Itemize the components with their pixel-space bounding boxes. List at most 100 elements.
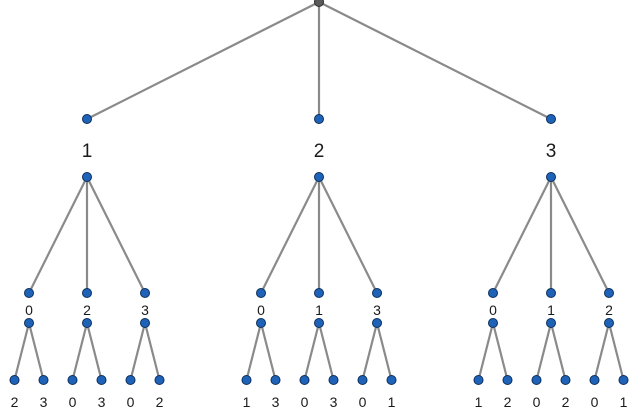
leaf-edge bbox=[535, 321, 553, 382]
leaf-label: 3 bbox=[272, 394, 280, 410]
leaf-node bbox=[328, 375, 339, 385]
leaf-node bbox=[618, 375, 629, 385]
leaf-node bbox=[241, 375, 252, 385]
leaf-label: 0 bbox=[359, 394, 367, 410]
leaf-edge bbox=[129, 321, 147, 382]
child-edge bbox=[27, 175, 89, 295]
leaf-edge bbox=[27, 321, 45, 382]
leaf-node bbox=[299, 375, 310, 385]
branch-sub-node bbox=[82, 172, 92, 182]
child-sub-node bbox=[372, 318, 382, 328]
leaf-label: 3 bbox=[98, 394, 106, 410]
child-label: 0 bbox=[25, 302, 33, 318]
child-sub-node bbox=[256, 318, 266, 328]
child-node bbox=[256, 288, 266, 298]
child-sub-node bbox=[82, 318, 92, 328]
child-label: 0 bbox=[489, 302, 497, 318]
branch-node bbox=[314, 114, 324, 124]
child-node bbox=[488, 288, 498, 298]
leaf-label: 2 bbox=[11, 394, 19, 410]
child-label: 2 bbox=[605, 302, 613, 318]
child-sub-node bbox=[24, 318, 34, 328]
leaf-edge bbox=[549, 321, 567, 382]
leaf-node bbox=[125, 375, 136, 385]
leaf-node bbox=[531, 375, 542, 385]
leaf-node bbox=[67, 375, 78, 385]
leaf-label: 0 bbox=[69, 394, 77, 410]
child-edge bbox=[85, 175, 147, 295]
edges-layer bbox=[13, 0, 625, 382]
leaf-edge bbox=[375, 321, 393, 382]
child-edge bbox=[491, 175, 553, 295]
child-node bbox=[314, 288, 324, 298]
root-edge bbox=[317, 0, 553, 121]
child-sub-node bbox=[488, 318, 498, 328]
leaf-edge bbox=[259, 321, 277, 382]
leaf-edge bbox=[143, 321, 161, 382]
child-sub-node bbox=[140, 318, 150, 328]
child-node bbox=[546, 288, 556, 298]
leaf-label: 3 bbox=[40, 394, 48, 410]
leaf-node bbox=[357, 375, 368, 385]
leaf-edge bbox=[245, 321, 263, 382]
child-node bbox=[24, 288, 34, 298]
leaf-label: 1 bbox=[475, 394, 483, 410]
leaf-edge bbox=[13, 321, 31, 382]
leaf-edge bbox=[477, 321, 495, 382]
leaf-edge bbox=[607, 321, 625, 382]
branch-label: 2 bbox=[314, 141, 325, 162]
child-label: 1 bbox=[315, 302, 323, 318]
root-node bbox=[314, 0, 324, 7]
child-sub-node bbox=[314, 318, 324, 328]
leaf-node bbox=[589, 375, 600, 385]
branch-label: 3 bbox=[546, 141, 557, 162]
leaf-label: 2 bbox=[562, 394, 570, 410]
leaf-label: 1 bbox=[243, 394, 251, 410]
child-label: 0 bbox=[257, 302, 265, 318]
leaf-label: 1 bbox=[388, 394, 396, 410]
child-node bbox=[140, 288, 150, 298]
branch-label: 1 bbox=[82, 141, 93, 162]
child-edge bbox=[317, 175, 379, 295]
leaf-node bbox=[270, 375, 281, 385]
leaf-label: 2 bbox=[504, 394, 512, 410]
leaf-node bbox=[473, 375, 484, 385]
leaf-node bbox=[9, 375, 20, 385]
leaf-label: 0 bbox=[591, 394, 599, 410]
child-label: 3 bbox=[141, 302, 149, 318]
leaf-edge bbox=[71, 321, 89, 382]
child-sub-node bbox=[604, 318, 614, 328]
leaf-edge bbox=[361, 321, 379, 382]
branch-node bbox=[546, 114, 556, 124]
root-edge bbox=[85, 0, 321, 121]
child-node bbox=[82, 288, 92, 298]
leaf-label: 0 bbox=[301, 394, 309, 410]
leaf-edge bbox=[317, 321, 335, 382]
branch-node bbox=[82, 114, 92, 124]
child-node bbox=[604, 288, 614, 298]
child-sub-node bbox=[546, 318, 556, 328]
leaf-node bbox=[154, 375, 165, 385]
nodes-layer bbox=[9, 0, 629, 385]
leaf-node bbox=[96, 375, 107, 385]
leaf-edge bbox=[85, 321, 103, 382]
child-edge bbox=[259, 175, 321, 295]
leaf-node bbox=[560, 375, 571, 385]
leaf-edge bbox=[593, 321, 611, 382]
leaf-node bbox=[502, 375, 513, 385]
child-edge bbox=[549, 175, 611, 295]
branch-sub-node bbox=[314, 172, 324, 182]
leaf-edge bbox=[303, 321, 321, 382]
child-label: 2 bbox=[83, 302, 91, 318]
leaf-edge bbox=[491, 321, 509, 382]
child-node bbox=[372, 288, 382, 298]
leaf-label: 1 bbox=[620, 394, 628, 410]
leaf-label: 3 bbox=[330, 394, 338, 410]
leaf-label: 2 bbox=[156, 394, 164, 410]
branch-sub-node bbox=[546, 172, 556, 182]
child-label: 3 bbox=[373, 302, 381, 318]
leaf-node bbox=[386, 375, 397, 385]
child-label: 1 bbox=[547, 302, 555, 318]
